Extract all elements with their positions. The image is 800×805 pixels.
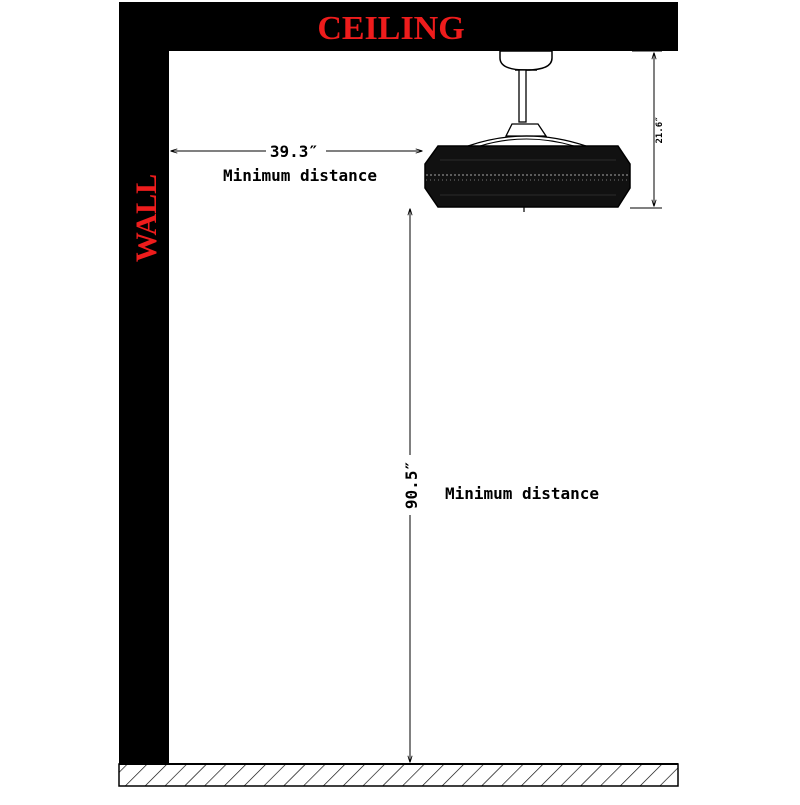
fan-height-dimension: 21.6″ <box>630 50 665 209</box>
floor <box>118 763 679 787</box>
wall-distance-value: 39.3″ <box>270 142 318 161</box>
fan-downrod <box>518 69 527 123</box>
floor-distance-note: Minimum distance <box>445 484 599 503</box>
fan-drum-shade <box>424 145 631 208</box>
ceiling-label: CEILING <box>317 10 464 47</box>
wall-bar <box>119 2 169 764</box>
wall-label: WALL <box>130 174 163 262</box>
wall-distance-dimension: 39.3″ Minimum distance <box>171 142 422 185</box>
floor-distance-value: 90.5″ <box>402 461 421 509</box>
fan-canopy <box>499 50 553 71</box>
fan-height-label: 21.6″ <box>655 116 665 143</box>
ceiling-bar <box>119 2 678 51</box>
ceiling-fan <box>424 50 631 212</box>
floor-distance-dimension: 90.5″ Minimum distance <box>400 209 599 762</box>
wall-distance-note: Minimum distance <box>223 166 377 185</box>
